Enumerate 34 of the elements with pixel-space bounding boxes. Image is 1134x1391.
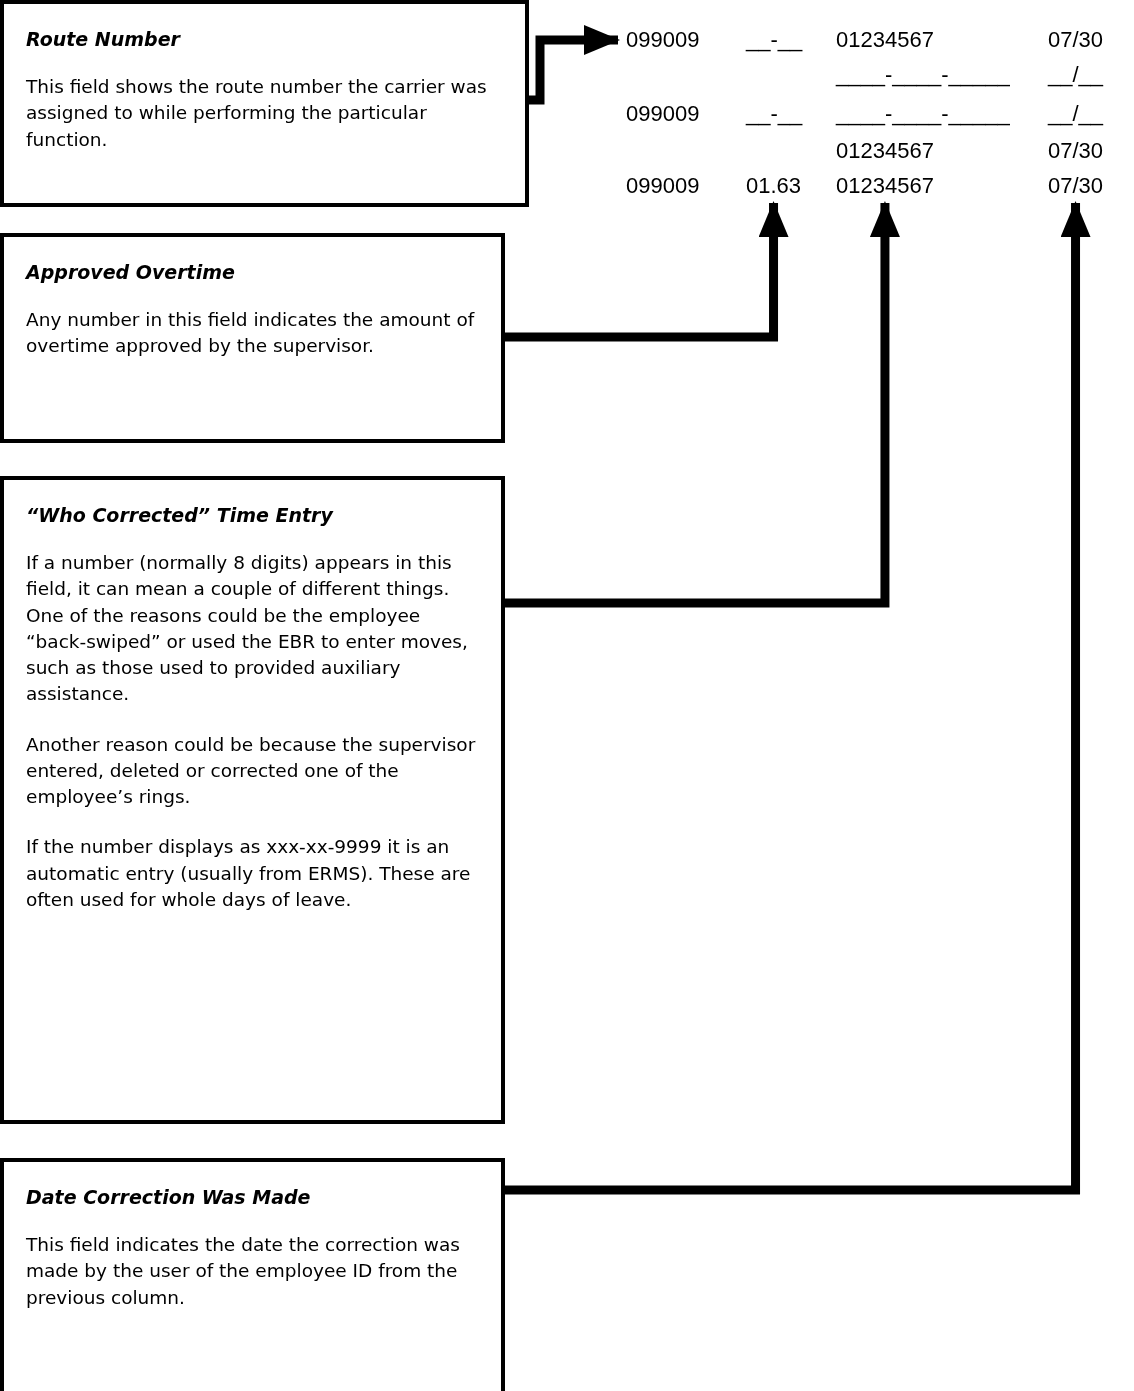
arrow: [529, 25, 620, 105]
field-value: 07/30: [1048, 138, 1104, 164]
callout-description: Another reason could be because the supervisor entered, deleted or corrected one of the employee’s rings.: [26, 732, 477, 810]
arrow: [505, 201, 789, 342]
field-value: 01234567: [836, 138, 934, 164]
field-value: 01234567: [836, 173, 934, 199]
field-value: __-__: [746, 27, 803, 53]
callout-description: This field indicates the date the correction was made by the user of the employee ID from the previous column.: [26, 1233, 461, 1310]
callout-box: [0, 476, 505, 1124]
callout-heading: Date Correction Was Made: [26, 1186, 312, 1208]
callout-description: Any number in this field indicates the amount of overtime approved by the supervisor.: [26, 308, 476, 359]
field-value: 099009: [626, 27, 700, 53]
field-value: 01234567: [836, 27, 934, 53]
arrow: [505, 201, 1091, 1195]
field-value: __-__: [746, 101, 803, 127]
callout-box: [0, 1158, 505, 1391]
field-value: 099009: [626, 101, 700, 127]
field-value: 07/30: [1048, 27, 1104, 53]
callout-box: [0, 233, 505, 443]
field-value: ____-____-_____: [836, 101, 1010, 127]
callout-heading: Approved Overtime: [26, 261, 236, 283]
callout-description: If the number displays as xxx-xx-9999 it is an automatic entry (usually from ERMS). These are often used for whole days of leave.: [26, 835, 472, 912]
field-value: 01.63: [746, 173, 802, 199]
callout-box: [0, 0, 529, 207]
callout-heading: “Who Corrected” Time Entry: [26, 504, 335, 526]
field-value: 099009: [626, 173, 700, 199]
callout-description: If a number (normally 8 digits) appears in this field, it can mean a couple of different things. One of the reasons could be the employee “back-swiped” or used the EBR to enter moves, such as those used to provided auxiliary assistance.: [26, 551, 469, 707]
field-value: 07/30: [1048, 173, 1104, 199]
arrow: [505, 201, 900, 608]
field-value: __/__: [1048, 101, 1104, 127]
field-value: __/__: [1048, 62, 1104, 88]
field-value: ____-____-_____: [836, 62, 1010, 88]
callout-heading: Route Number: [26, 28, 182, 50]
callout-description: This field shows the route number the carrier was assigned to while performing the particular function.: [26, 75, 488, 152]
